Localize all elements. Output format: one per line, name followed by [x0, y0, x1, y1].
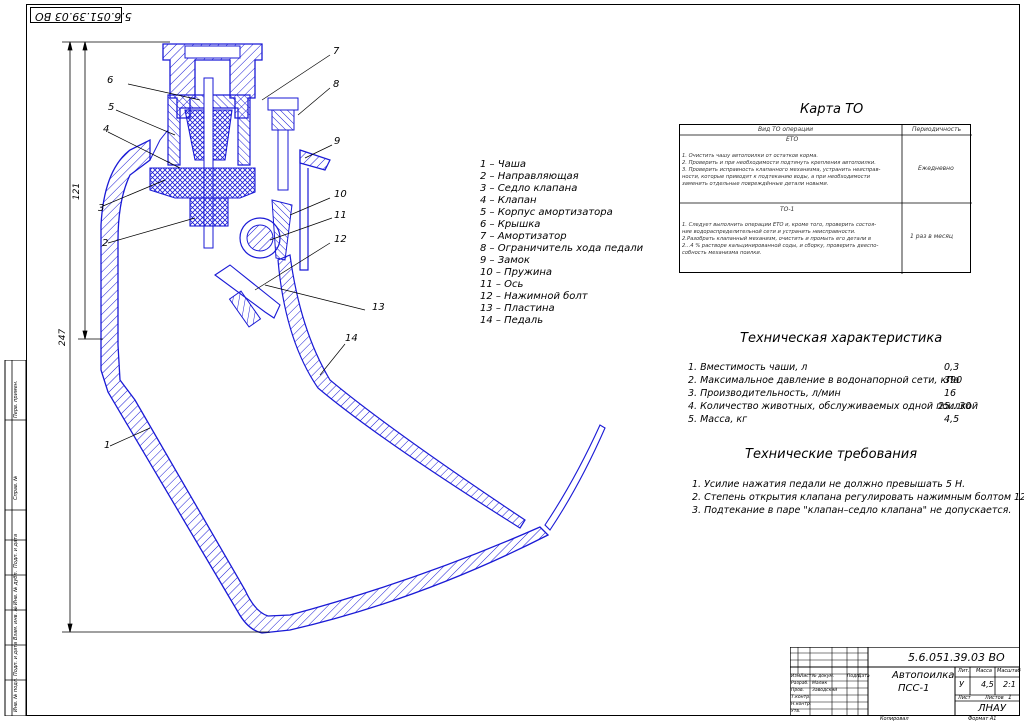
eto-line: заменить отдельные повреждённые детали н… [682, 181, 829, 187]
tech-char-label: 3. Производительность, л/мин [688, 388, 841, 399]
leader-10: 10 [334, 189, 347, 200]
title-row-hdr: № докум. [812, 674, 835, 679]
leader-12: 12 [334, 234, 347, 245]
leader-9: 9 [334, 136, 341, 147]
tech-req-title: Технические требования [745, 447, 918, 462]
to1-line: ние водораспределительной сети и устрани… [682, 229, 856, 235]
tech-char-value: 390 [944, 375, 963, 386]
leader-6: 6 [107, 75, 114, 86]
title-role: Н.контр. [791, 702, 812, 707]
title-name-2: ПСС-1 [898, 683, 930, 694]
legend-item: 4 – Клапан [480, 195, 537, 206]
title-role: Разраб. [791, 681, 809, 686]
tech-char-label: 1. Вместимость чаши, л [688, 362, 808, 373]
title-code: 5.6.051.39.03 ВО [908, 651, 1005, 664]
leader-4: 4 [103, 124, 110, 135]
top-stamp: 5.6.051.39.03 ВО [30, 7, 132, 23]
eto-line: ности, которые приводят к подтеканию вод… [682, 174, 870, 180]
eto-header: ЕТО [786, 136, 799, 143]
title-block-grid [790, 647, 1020, 716]
title-lit-val: У [959, 680, 964, 689]
title-lit-hdr: Лит. [958, 668, 970, 674]
title-person: Заводский [812, 688, 838, 693]
title-row-hdr: Подп. [847, 674, 861, 679]
to1-header: ТО-1 [780, 206, 795, 213]
to1-period: 1 раз в месяц [910, 233, 953, 240]
title-name-1: Автопоилка [892, 670, 955, 681]
title-copied: Копировал [880, 716, 909, 722]
tech-char-value: 25...30 [938, 401, 972, 412]
legend-item: 6 – Крышка [480, 219, 541, 230]
karta-to-table: Вид ТО операции Периодичность ЕТО 1. Очи… [679, 124, 972, 274]
tech-req-item: 1. Усилие нажатия педали не должно превы… [692, 479, 966, 490]
col-period: Периодичность [912, 126, 962, 133]
legend-item: 12 – Нажимной болт [480, 291, 588, 302]
leader-7: 7 [333, 46, 340, 57]
tech-char-value: 16 [944, 388, 957, 399]
title-row-hdr: Лист [800, 674, 812, 679]
title-row-hdr: Дата [858, 674, 870, 679]
dim-247: 247 [58, 328, 68, 346]
to1-line: 2.Разобрать клапанный механизм, очистить… [682, 236, 872, 242]
legend-item: 8 – Ограничитель хода педали [480, 243, 644, 254]
leader-5: 5 [108, 102, 115, 113]
title-role: Утв. [791, 709, 801, 714]
legend-item: 11 – Ось [480, 279, 524, 290]
title-role: Пров. [791, 688, 805, 693]
leader-3: 3 [98, 203, 105, 214]
tech-char-label: 2. Максимальное давление в водонапорной … [688, 375, 960, 386]
legend-item: 9 – Замок [480, 255, 530, 266]
title-role: Т.контр. [791, 695, 811, 700]
leader-1: 1 [104, 440, 111, 451]
leader-14: 14 [345, 333, 358, 344]
eto-line: 2. Проверить и при необходимости подтяну… [682, 160, 876, 166]
eto-line: 3. Проверить исправность клапанного меха… [682, 167, 881, 173]
title-row-hdr: Изм. [791, 674, 802, 679]
title-sheet-lbl: Лист [958, 695, 971, 701]
tech-char-title: Техническая характеристика [740, 331, 943, 346]
tech-char-value: 4,5 [944, 414, 960, 425]
legend-item: 10 – Пружина [480, 267, 553, 278]
title-format: Формат А1 [968, 716, 997, 722]
title-person: Малик [812, 681, 828, 686]
eto-period: Ежедневно [918, 165, 954, 172]
title-org: ЛНАУ [978, 703, 1006, 714]
title-sheets-val: 1 [1008, 694, 1012, 701]
legend-item: 14 – Педаль [480, 315, 544, 326]
leader-11: 11 [334, 210, 347, 221]
karta-to-title: Карта ТО [800, 102, 864, 117]
tech-char-label: 4. Количество животных, обслуживаемых од… [688, 401, 979, 412]
title-mass-hdr: Масса [976, 668, 992, 674]
dim-121: 121 [72, 182, 82, 200]
leader-13: 13 [372, 302, 385, 313]
bowl-shell [100, 138, 550, 634]
tech-req-item: 2. Степень открытия клапана регулировать… [692, 492, 1024, 503]
tech-char-label: 5. Масса, кг [688, 414, 748, 425]
legend-item: 1 – Чаша [480, 159, 526, 170]
legend-item: 13 – Пластина [480, 303, 555, 314]
legend-item: 7 – Амортизатор [480, 231, 567, 242]
pedal [277, 254, 526, 529]
col-operations: Вид ТО операции [758, 126, 814, 133]
to1-line: 1. Следует выполнить операции ЕТО и, кро… [682, 222, 877, 228]
title-scale-hdr: Масштаб [997, 668, 1021, 674]
title-mass-val: 4,5 [981, 680, 994, 689]
side-stamp-strip [4, 360, 27, 716]
title-scale-val: 2:1 [1003, 680, 1016, 689]
eto-line: 1. Очистить чашу автопоилки от остатков … [682, 153, 819, 159]
tech-req-item: 3. Подтекание в паре "клапан–седло клапа… [692, 505, 1012, 516]
to1-line: собность механизма поилки. [682, 250, 762, 256]
leader-2: 2 [102, 238, 109, 249]
legend-item: 2 – Направляющая [480, 171, 579, 182]
tech-char-value: 0,3 [944, 362, 960, 373]
to1-line: 2...4 % растворе кальцинированной соды, … [682, 243, 879, 249]
title-sheets-lbl: Листов [985, 695, 1004, 701]
legend-item: 5 – Корпус амортизатора [480, 207, 613, 218]
legend-item: 3 – Седло клапана [480, 183, 578, 194]
leader-8: 8 [333, 79, 340, 90]
